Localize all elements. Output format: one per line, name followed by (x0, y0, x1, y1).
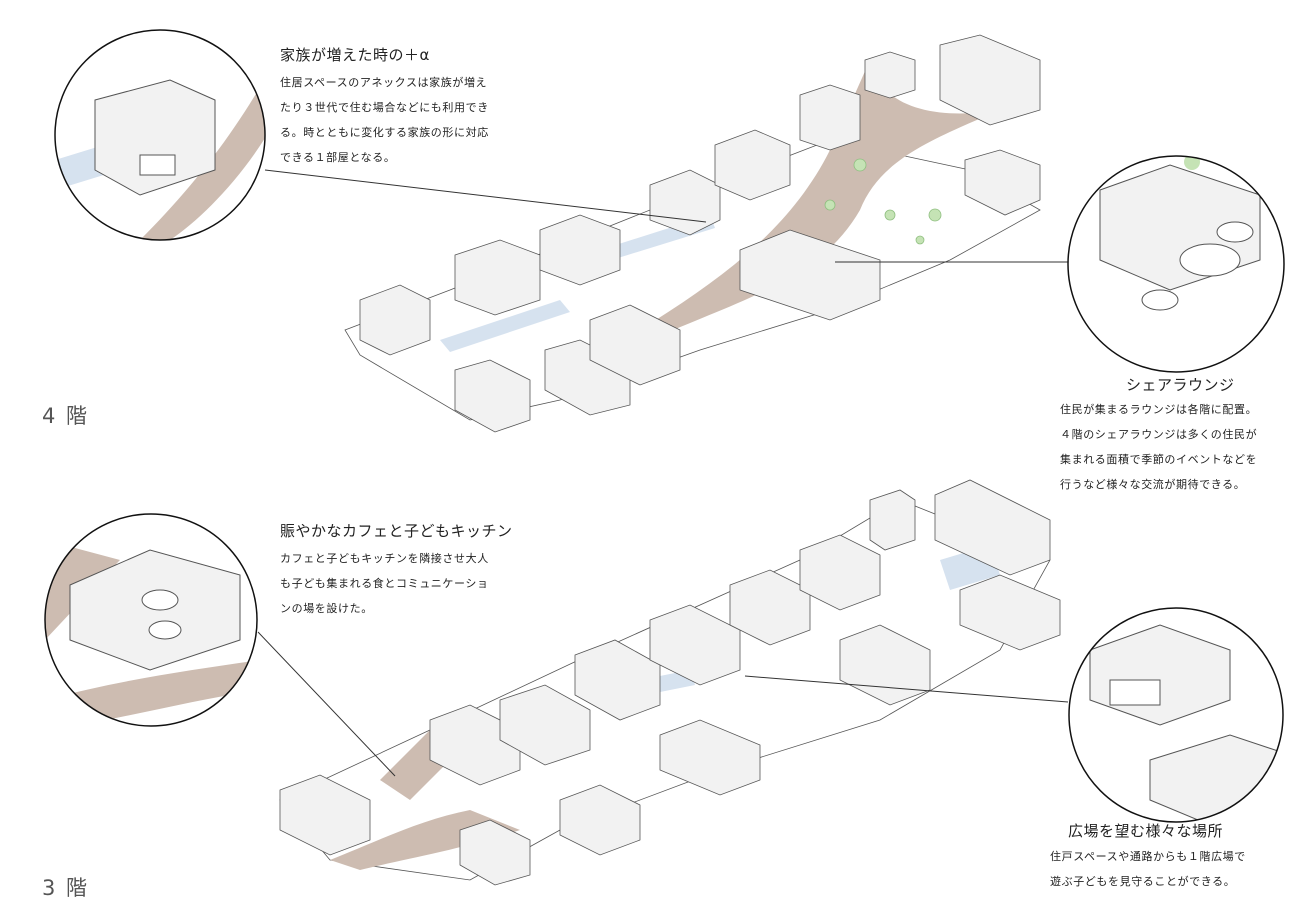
text-line: も子ども集まれる食とコミュニケーショ (280, 577, 489, 590)
text-line: カフェと子どもキッチンを隣接させ大人 (280, 552, 489, 565)
callout-title-family: 家族が増えた時の＋α (280, 46, 430, 64)
text-line: 住居スペースのアネックスは家族が増え (280, 76, 488, 89)
text-line: 遊ぶ子どもを見守ることができる。 (1050, 875, 1236, 888)
shared-path (640, 60, 1000, 340)
corridor (440, 300, 570, 352)
detail-circle-lounge (1067, 155, 1285, 373)
floor-label-3f: 3 階 (42, 876, 90, 900)
text-line: たり３世代で住む場合などにも利用でき (280, 101, 489, 114)
detail-circle-cafe (44, 513, 258, 727)
third-floor-plan (279, 479, 1061, 886)
trees (824, 158, 942, 245)
callout-body-cafe: カフェと子どもキッチンを隣接させ大人 も子ども集まれる食とコミュニケーショ ンの… (280, 546, 489, 621)
text-line: できる１部屋となる。 (280, 151, 396, 164)
floor-label-4f: 4 階 (42, 404, 90, 428)
callout-body-plaza: 住戸スペースや通路からも１階広場で 遊ぶ子どもを見守ることができる。 (1050, 844, 1246, 894)
fourth-floor-plan (344, 34, 1041, 433)
text-line: 住民が集まるラウンジは各階に配置。 (1060, 403, 1258, 416)
callout-title-plaza: 広場を望む様々な場所 (1068, 822, 1224, 840)
callout-body-family: 住居スペースのアネックスは家族が増え たり３世代で住む場合などにも利用でき る。… (280, 70, 489, 170)
text-line: 住戸スペースや通路からも１階広場で (1050, 850, 1246, 863)
text-line: ンの場を設けた。 (280, 602, 373, 615)
text-line: る。時とともに変化する家族の形に対応 (280, 126, 489, 139)
callout-body-lounge: 住民が集まるラウンジは各階に配置。 ４階のシェアラウンジは多くの住民が 集まれる… (1060, 397, 1257, 497)
text-line: 集まれる面積で季節のイベントなどを (1060, 453, 1258, 466)
callout-title-cafe: 賑やかなカフェと子どもキッチン (280, 522, 513, 540)
callout-title-lounge: シェアラウンジ (1126, 376, 1235, 394)
text-line: ４階のシェアラウンジは多くの住民が (1060, 428, 1258, 441)
detail-circle-family (54, 29, 266, 241)
text-line: 行うなど様々な交流が期待できる。 (1060, 478, 1246, 491)
detail-circle-plaza (1068, 607, 1284, 823)
callout-lines (257, 169, 1069, 777)
